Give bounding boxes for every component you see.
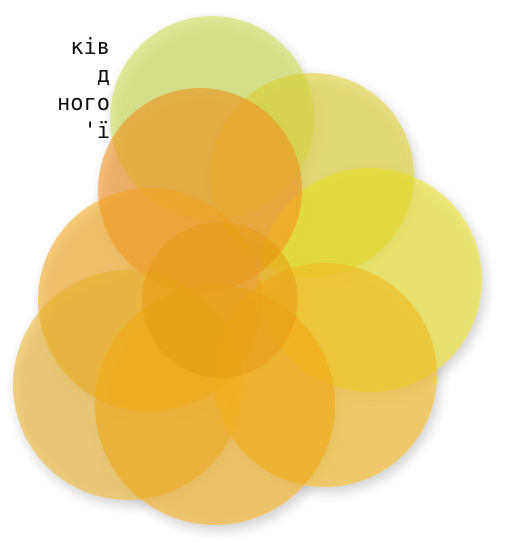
petal-center [142, 222, 298, 378]
